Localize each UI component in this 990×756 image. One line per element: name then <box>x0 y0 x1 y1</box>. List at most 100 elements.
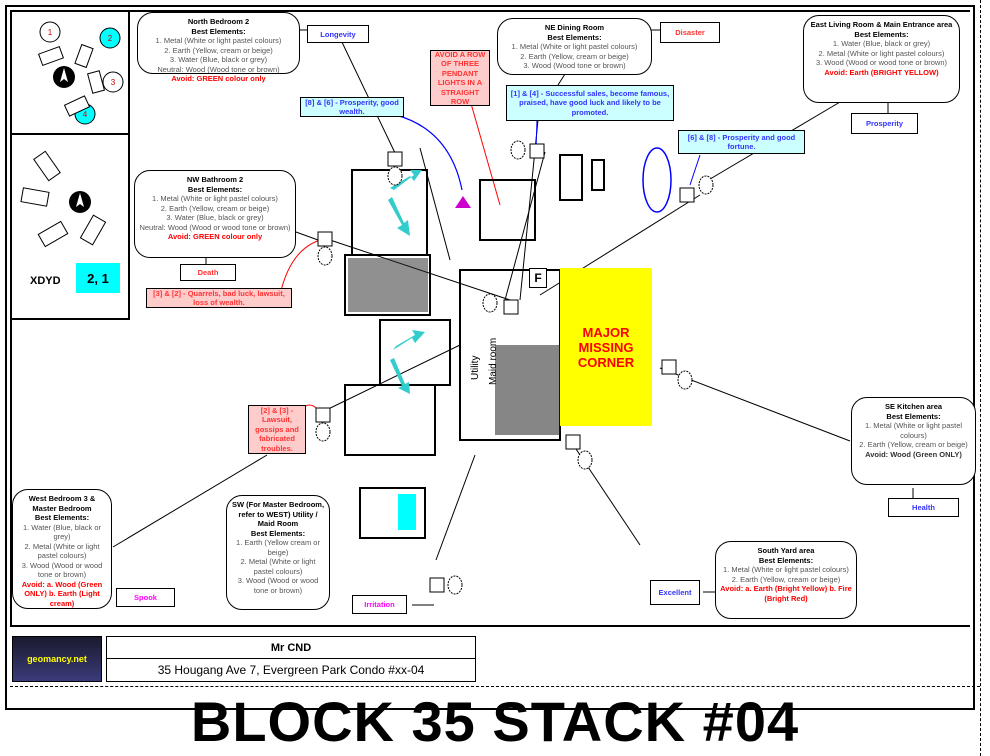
compass-number-circle-3 <box>102 71 124 93</box>
star-box <box>529 143 545 159</box>
note-lawsuit: [2] & [3] - Lawsuit, gossips and fabrica… <box>248 405 306 454</box>
missing-corner-zone: MAJOR MISSING CORNER <box>560 268 652 426</box>
bubble-title: NW Bathroom 2 <box>186 175 244 184</box>
page-title: BLOCK 35 STACK #04 <box>190 690 800 753</box>
tag-spook: Spook <box>116 588 175 607</box>
right-cut-line <box>980 0 981 756</box>
trigram-icon <box>33 150 61 182</box>
bubble-line: 3. Wood (Wood or wood tone or brown) <box>815 58 948 67</box>
trigram-icon <box>20 187 50 207</box>
connector-line <box>295 231 319 241</box>
blue-connector <box>395 114 463 191</box>
cyan-arrow-icon <box>390 170 422 190</box>
tag-excellent: Excellent <box>650 580 700 605</box>
house-facing-panel <box>10 135 130 320</box>
bubble-line: Neutral: Wood (Wood or wood tone or brow… <box>139 222 291 232</box>
bubble-line: 1. Metal (White or light pastel colours) <box>511 42 638 51</box>
room-bath-hatched <box>344 254 431 316</box>
fridge-label: F <box>529 268 547 288</box>
note-prosperity-wealth: [8] & [6] - Prosperity, good wealth. <box>300 97 404 117</box>
star-oval <box>317 246 333 266</box>
star-box <box>565 434 581 450</box>
flying-star-boxes <box>315 140 714 595</box>
connector-line <box>557 73 566 86</box>
connector-line <box>319 344 461 414</box>
dining-table <box>479 179 536 241</box>
compass-number-circle-1 <box>39 21 61 43</box>
red-connector <box>469 99 501 206</box>
tag-death: Death <box>180 264 236 281</box>
bubble-line: 1. Water (Blue, black or grey) <box>832 39 931 48</box>
bubble-title: SW (For Master Bedroom, refer to WEST) U… <box>231 500 325 528</box>
star-oval <box>677 370 693 390</box>
bubble-line: 2. Metal (White or light pastel colours) <box>240 557 316 576</box>
bubble-line: 2. Earth (Yellow, cream or beige) <box>520 51 629 61</box>
trigram-icon <box>87 70 105 94</box>
compass-number-4: 4 <box>83 110 88 119</box>
bubble-line: 3. Wood (Wood tone or brown) <box>523 61 626 70</box>
connector-line <box>435 454 476 561</box>
compass-number-3: 3 <box>111 78 116 87</box>
bubble-line: 2. Metal (White or light pastel colours) <box>24 541 100 561</box>
bubble-subtitle: Best Elements: <box>250 528 306 538</box>
bubble-line: 2. Earth (Yellow, cream or beige) <box>731 574 841 584</box>
xdyd-value: 2, 1 <box>76 263 120 293</box>
star-box <box>679 187 695 203</box>
star-box <box>317 231 333 247</box>
magenta-triangle-icon <box>455 196 471 208</box>
star-oval <box>387 166 403 186</box>
master-bed <box>359 487 426 539</box>
bubble-subtitle: Best Elements: <box>547 32 602 42</box>
tag-prosperity: Prosperity <box>851 113 918 134</box>
bubble-title: NE Dining Room <box>544 23 605 32</box>
bubble-subtitle: Best Elements: <box>854 29 909 39</box>
bubble-avoid: Avoid: GREEN colour only <box>171 74 266 83</box>
bubble-line: Neutral: Wood (Wood tone or brown) <box>157 64 280 74</box>
cyan-arrow-icon <box>390 358 410 394</box>
star-box <box>387 151 403 167</box>
se-kitchen-bubble: SE Kitchen area Best Elements: 1. Metal … <box>851 397 976 485</box>
bubble-title: West Bedroom 3 & Master Bedroom <box>28 494 96 513</box>
coffee-table <box>591 159 605 191</box>
client-name: Mr CND <box>107 637 475 659</box>
trigram-icon <box>63 95 91 117</box>
note-successful-sales: [1] & [4] - Successful sales, become fam… <box>506 85 674 121</box>
west-bedroom-bubble: West Bedroom 3 & Master Bedroom Best Ele… <box>12 489 112 609</box>
bubble-line: 1. Metal (White or light pastel colours) <box>723 565 849 574</box>
bubble-avoid: Avoid: GREEN colour only <box>167 232 263 241</box>
bubble-line: 1. Metal (White or light pastel colours) <box>155 36 282 45</box>
blue-hatched-feature <box>642 147 672 213</box>
trigram-icon <box>37 220 69 248</box>
tag-longevity: Longevity <box>307 25 369 43</box>
star-oval <box>482 293 498 313</box>
bubble-avoid: Avoid: a. Wood (Green ONLY) b. Earth (Li… <box>21 579 103 608</box>
bed-cover-cyan <box>398 494 416 530</box>
tag-health: Health <box>888 498 959 517</box>
tag-irritation: Irritation <box>352 595 407 614</box>
bubble-line: 1. Water (Blue, black or grey) <box>22 522 102 542</box>
star-oval <box>577 450 593 470</box>
bubble-subtitle: Best Elements: <box>34 513 90 522</box>
tag-disaster: Disaster <box>660 22 720 43</box>
sofa <box>559 154 583 201</box>
compass-diagram: 1 2 3 4 <box>37 21 124 125</box>
utility-room-label: Utility <box>470 355 481 380</box>
bubble-title: South Yard area <box>757 546 815 555</box>
compass-panel: 1 2 3 4 <box>10 10 130 135</box>
connector-line <box>504 151 546 301</box>
compass-number-2: 2 <box>108 34 113 43</box>
bubble-line: 3. Wood (Wood or wood tone or brown) <box>237 576 319 595</box>
bubble-title: SE Kitchen area <box>884 402 943 411</box>
trigram-icon <box>74 43 94 69</box>
bubble-title: East Living Room & Main Entrance area <box>810 20 953 29</box>
ne-dining-bubble: NE Dining Room Best Elements: 1. Metal (… <box>497 18 652 75</box>
bubble-subtitle: Best Elements: <box>191 26 246 36</box>
bubble-line: 3. Water (Blue, black or grey) <box>166 213 264 222</box>
note-avoid-pendant-lights: AVOID A ROW OF THREE PENDANT LIGHTS IN A… <box>430 50 490 106</box>
hatched-area <box>495 345 560 435</box>
xdyd-label: XDYD <box>30 275 61 287</box>
bubble-title: North Bedroom 2 <box>187 17 250 26</box>
connector-line <box>419 147 451 261</box>
trigram-icon <box>79 214 107 246</box>
star-oval <box>315 422 331 442</box>
